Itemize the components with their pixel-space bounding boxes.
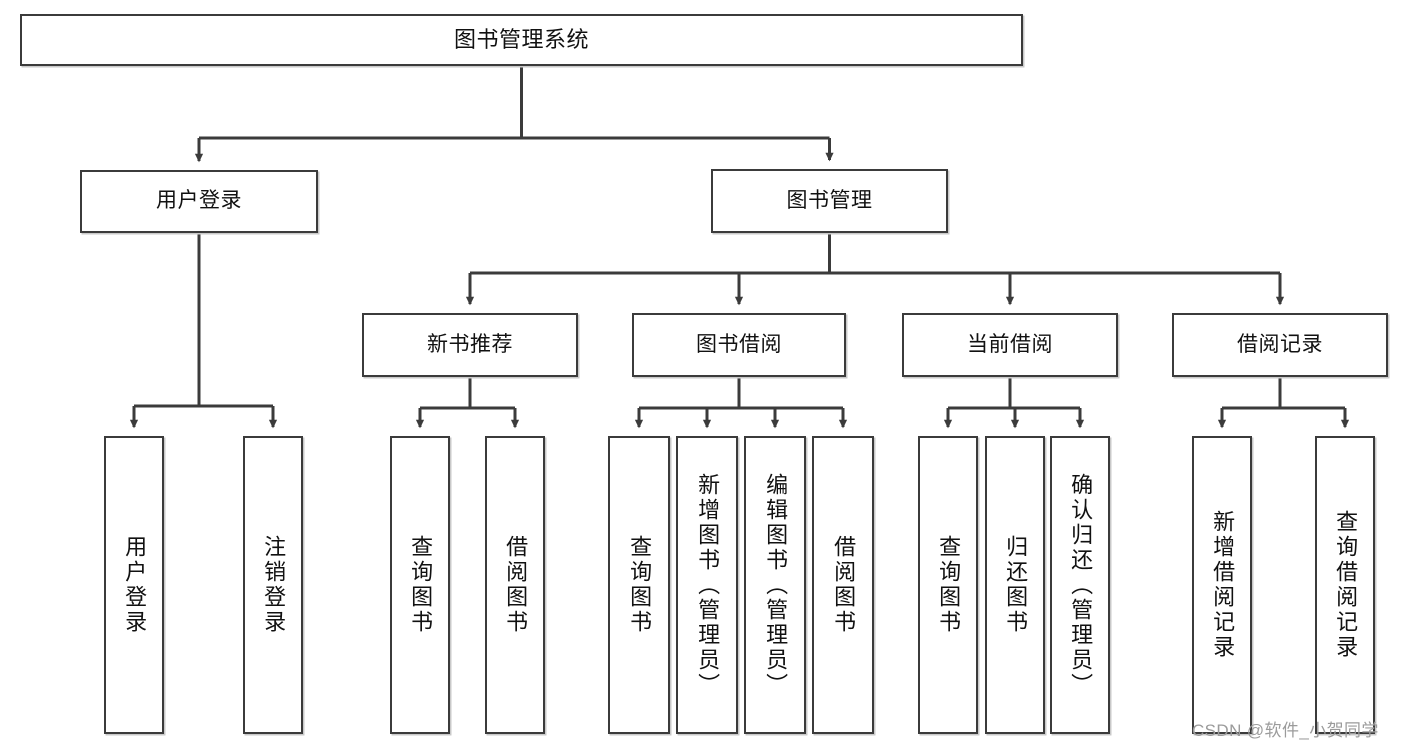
- node-label: 新增图书（管理员）: [695, 472, 721, 698]
- node-label: 新书推荐: [427, 332, 513, 356]
- watermark-text: CSDN @软件_小贺同学: [1192, 721, 1379, 740]
- node-label: 查询图书: [627, 535, 653, 635]
- node-leaf-confirm-return-admin[interactable]: 确认归还（管理员）: [1050, 436, 1110, 734]
- node-label: 用户登录: [156, 189, 242, 213]
- node-label: 查询借阅记录: [1333, 510, 1359, 660]
- node-label: 注销登录: [261, 535, 287, 635]
- node-leaf-query-borrow-record[interactable]: 查询借阅记录: [1315, 436, 1375, 734]
- node-label: 查询图书: [408, 535, 434, 635]
- node-current-borrow[interactable]: 当前借阅: [902, 313, 1118, 377]
- node-label: 图书借阅: [696, 332, 782, 356]
- node-label: 当前借阅: [967, 332, 1053, 356]
- node-leaf-query-book-borrow[interactable]: 查询图书: [608, 436, 670, 734]
- node-leaf-edit-book-admin[interactable]: 编辑图书（管理员）: [744, 436, 806, 734]
- node-label: 借阅图书: [503, 535, 529, 635]
- node-root[interactable]: 图书管理系统: [20, 14, 1023, 66]
- node-user-login[interactable]: 用户登录: [80, 170, 318, 233]
- node-label: 确认归还（管理员）: [1068, 472, 1094, 698]
- node-leaf-borrow-book-new[interactable]: 借阅图书: [485, 436, 545, 734]
- node-label: 图书管理: [786, 188, 873, 212]
- node-label: 借阅记录: [1237, 332, 1323, 356]
- node-book-management[interactable]: 图书管理: [711, 169, 948, 233]
- node-book-borrow[interactable]: 图书借阅: [632, 313, 846, 377]
- node-label: 用户登录: [122, 535, 148, 635]
- node-leaf-add-book-admin[interactable]: 新增图书（管理员）: [676, 436, 738, 734]
- node-label: 借阅图书: [831, 535, 857, 635]
- node-label: 归还图书: [1003, 535, 1029, 635]
- node-leaf-return-book[interactable]: 归还图书: [985, 436, 1045, 734]
- node-leaf-add-borrow-record[interactable]: 新增借阅记录: [1192, 436, 1252, 734]
- node-borrow-record[interactable]: 借阅记录: [1172, 313, 1388, 377]
- node-label: 查询图书: [936, 535, 962, 635]
- node-new-book-recommend[interactable]: 新书推荐: [362, 313, 578, 377]
- node-leaf-query-book-current[interactable]: 查询图书: [918, 436, 978, 734]
- node-leaf-query-book-new[interactable]: 查询图书: [390, 436, 450, 734]
- node-leaf-borrow-book[interactable]: 借阅图书: [812, 436, 874, 734]
- node-label: 新增借阅记录: [1210, 510, 1236, 660]
- node-label: 图书管理系统: [453, 27, 589, 53]
- node-label: 编辑图书（管理员）: [763, 472, 789, 698]
- node-leaf-logout[interactable]: 注销登录: [243, 436, 303, 734]
- node-leaf-user-login[interactable]: 用户登录: [104, 436, 164, 734]
